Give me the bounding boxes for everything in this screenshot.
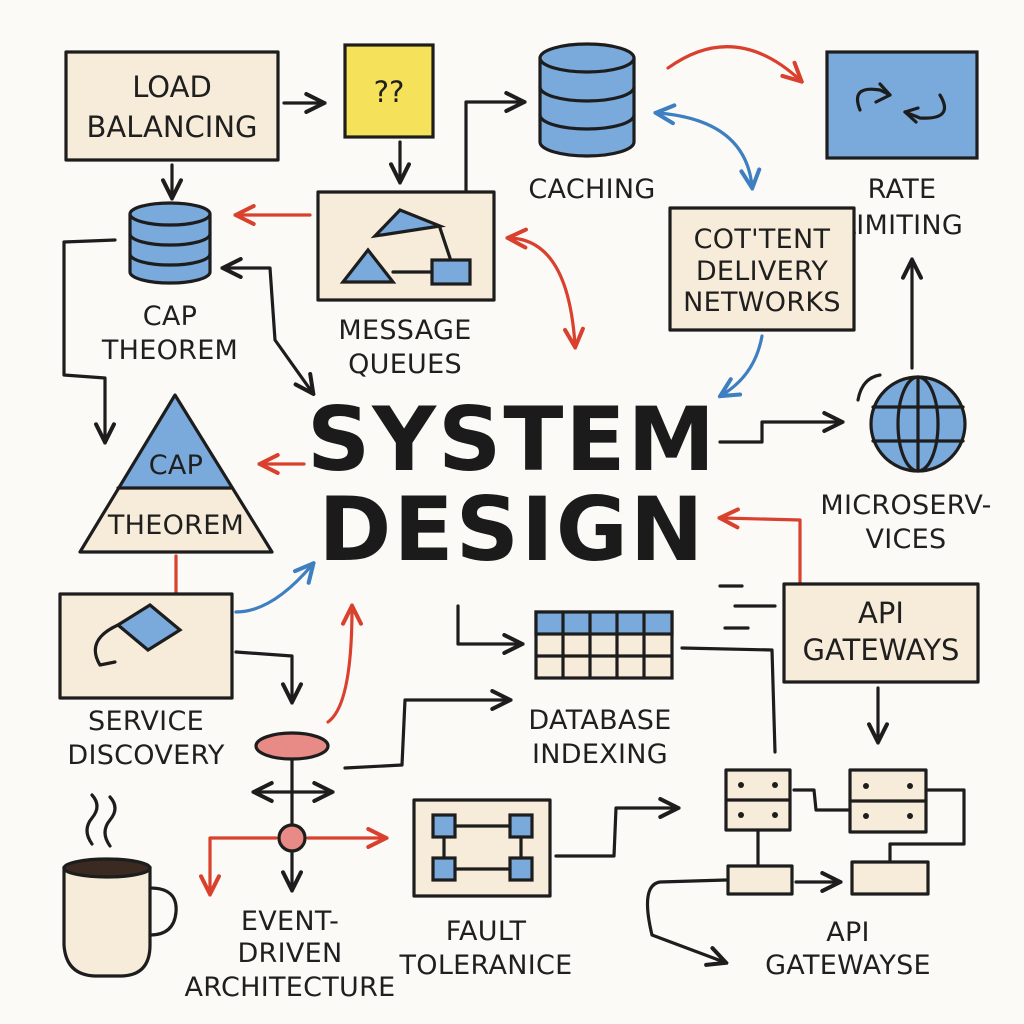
api-gateways-node: API GATEWAYS [782, 582, 980, 684]
server-cluster-icon [645, 768, 966, 962]
event-driven-label-2: DRIVEN [237, 938, 342, 969]
refresh-icon [855, 87, 892, 112]
title-line-1: SYSTEM [307, 388, 717, 491]
cdn-label-2: DELIVERY [696, 256, 829, 287]
unknown-box-label: ?? [374, 75, 405, 109]
cap-triangle-label-1: CAP [149, 450, 204, 481]
api-gatewayse-label-2: GATEWAYSE [765, 950, 931, 981]
load-balancing-node: LOAD BALANCING [64, 50, 280, 162]
cdn-label-3: NETWORKS [683, 287, 841, 318]
service-discovery-node: SERVICE DISCOVERY [58, 592, 234, 771]
globe-icon [856, 373, 967, 473]
load-balancing-label-1: LOAD [132, 70, 212, 104]
event-driven-label-1: EVENT- [241, 906, 339, 937]
fault-tolerance-label-1: FAULT [446, 916, 527, 947]
event-driven-node: EVENT- DRIVEN ARCHITECTURE [184, 731, 395, 1003]
fault-tolerance-node: FAULT TOLERANICE [398, 798, 572, 981]
service-discovery-label-2: DISCOVERY [67, 740, 224, 771]
caching-database-icon [538, 42, 636, 158]
cdn-label-1: COT'TENT [694, 224, 831, 255]
database-table-icon [534, 610, 674, 680]
microservices-label-1: MICROSERV- [820, 490, 991, 521]
event-driven-label-3: ARCHITECTURE [184, 972, 395, 1003]
service-discovery-label-1: SERVICE [88, 706, 204, 737]
load-balancing-label-2: BALANCING [86, 110, 257, 144]
unknown-box: ?? [343, 43, 435, 139]
message-queues-label-1: MESSAGE [338, 315, 471, 346]
message-queues-label-2: QUEUES [348, 349, 462, 380]
cap-database-icon [128, 201, 212, 285]
caching-label: CACHING [528, 174, 655, 205]
message-queues-node: MESSAGE QUEUES [316, 190, 496, 380]
microservices-label-2: VICES [866, 524, 947, 555]
cap-db-label-1: CAP [143, 301, 198, 332]
api-gatewayse-label-1: API [826, 917, 870, 948]
database-indexing-label-1: DATABASE [528, 705, 671, 736]
api-gateways-label-1: API [858, 596, 904, 630]
api-gateways-label-2: GATEWAYS [803, 633, 960, 667]
rate-limiting-label-2: LIMITING [841, 210, 963, 241]
cap-db-label-2: THEOREM [101, 335, 238, 366]
coffee-mug-icon [62, 793, 178, 978]
cap-triangle-node: CAP THEOREM [78, 393, 274, 554]
cap-triangle-label-2: THEOREM [107, 510, 244, 541]
rate-limiting-node: RATE LIMITING [825, 50, 979, 241]
cdn-node: COT'TENT DELIVERY NETWORKS [668, 206, 856, 332]
rate-limiting-label-1: RATE [868, 174, 937, 205]
title-line-2: DESIGN [318, 478, 705, 581]
database-indexing-label-2: INDEXING [532, 739, 668, 770]
fault-tolerance-label-2: TOLERANICE [398, 950, 572, 981]
